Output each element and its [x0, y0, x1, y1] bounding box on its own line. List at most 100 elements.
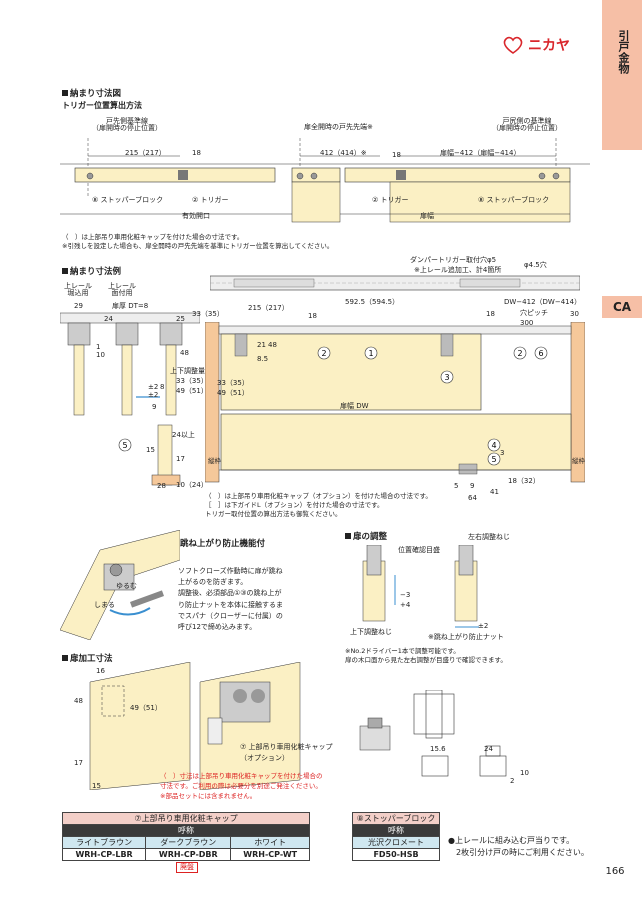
dim-24c: 24	[484, 745, 493, 753]
dim-64: 64	[468, 494, 477, 502]
label-trigger2: ② トリガー	[372, 196, 409, 204]
subtitle-trigger: トリガー位置算出方法	[62, 101, 142, 110]
category-tab[interactable]: CA	[602, 296, 642, 318]
tighten-label: しまる	[94, 601, 115, 609]
stopper-col: 光沢クロメート	[352, 836, 440, 849]
dim-10: 10	[96, 351, 105, 359]
label-doorwidth: 扉幅	[420, 212, 434, 220]
dim-3: 3	[500, 449, 505, 457]
cap-col-1: ライトブラウン	[61, 836, 147, 849]
cap-col-3: ホワイト	[230, 836, 310, 849]
label-stopper2: ⑧ ストッパーブロック	[478, 196, 550, 204]
dim-9b: 9	[470, 482, 475, 490]
label-nut: ※跳ね上がり防止ナット	[428, 633, 504, 641]
processing-diagram	[89, 662, 301, 790]
dim-33b: 33（35）	[192, 310, 224, 318]
cap-table: ⑦上部吊り車用化粧キャップ 呼称 ライトブラウン ダークブラウン ホワイト WR…	[61, 812, 310, 861]
dim-48: 48	[180, 349, 189, 357]
dim-17: 17	[176, 455, 185, 463]
cap-code-2: WRH-CP-DBR	[145, 848, 232, 861]
dim-2: 2	[510, 777, 515, 785]
adjust-label: 上下調整量	[170, 367, 205, 375]
dim-24: 24	[104, 315, 113, 323]
dim-18: 18	[308, 312, 317, 320]
dim-door: 扉幅−412（扉幅−414）	[440, 149, 521, 157]
cap-table-title: ⑦上部吊り車用化粧キャップ	[62, 812, 310, 825]
note2-1: （ ）は上部吊り車用化粧キャップ（オプション）を付けた場合の寸法です。	[205, 492, 432, 500]
dim-215: 215（217）	[125, 149, 166, 157]
door-thickness: 扉厚 DT=8	[112, 302, 149, 310]
cap-col-2: ダークブラウン	[145, 836, 232, 849]
dim-25: 25	[176, 315, 185, 323]
stopper-table: ⑧ストッパーブロック 呼称 光沢クロメート FD50-HSB	[352, 812, 440, 861]
section-view	[60, 312, 200, 486]
minus3: −3	[400, 591, 411, 599]
cap-table-header: 呼称	[62, 824, 310, 837]
callout-5-left: 5	[118, 438, 132, 452]
antilift-title: 跳ね上がり防止機能付	[180, 539, 266, 549]
label-opening: 有効開口	[182, 212, 210, 220]
side-left: 縦枠	[208, 457, 221, 465]
phi-label: φ4.5穴	[524, 261, 547, 269]
stopper-table-header: 呼称	[352, 824, 440, 837]
note-2: ※引残しを設定した場合も、扉全開時の戸先先端を基準にトリガー位置を算出してくださ…	[62, 242, 334, 250]
category-label: 引戸金物	[617, 30, 630, 74]
adjust-diagram	[362, 545, 479, 628]
dim-18b: 18	[392, 151, 401, 159]
rail-label-2: 上レール 面付用	[108, 282, 136, 297]
processing-note: （ ）寸法は上部吊り車用化粧キャップを付けた場合の 寸法です。ご利用の際は必要分…	[160, 772, 323, 800]
brand-logo: ニカヤ	[503, 36, 570, 54]
dim-28: 28	[157, 482, 166, 490]
label-center: 扉全開時の戸先先端※	[304, 123, 373, 131]
stopper-drawing	[359, 690, 507, 777]
dim-300: 300	[520, 319, 534, 327]
section-title-adjust: 扉の調整	[345, 530, 387, 542]
dim-48c: 48	[74, 697, 83, 705]
elevation-view	[205, 322, 585, 483]
side-right: 縦枠	[572, 457, 585, 465]
label-lr-screw: 左右調整ねじ	[468, 533, 510, 541]
dim-15-6: 15.6	[430, 745, 446, 753]
dim-24up: 24以上	[172, 431, 195, 439]
dim-33: 33（35）	[176, 377, 208, 385]
stopper-table-title: ⑧ストッパーブロック	[352, 812, 440, 825]
label-left-base: 戸先側基準線 （扉開時の停止位置）	[92, 117, 162, 132]
antilift-illustration	[60, 530, 180, 640]
page-number: 166	[605, 866, 625, 877]
dim-18-32: 18（32）	[508, 477, 540, 485]
svg-text:5: 5	[122, 441, 127, 450]
label-trigger1: ② トリガー	[192, 196, 229, 204]
adjust-note1: ※No.2ドライバー1本で調整可能です。	[345, 647, 460, 655]
stopper-footnote: ●上レールに組み込む戸当りです。 2枚引分け戸の時にご利用ください。	[448, 836, 589, 857]
stopper-code: FD50-HSB	[352, 848, 440, 861]
rail-top-view	[210, 275, 580, 291]
cap-code-1: WRH-CP-LBR	[61, 848, 147, 861]
dim-1: 1	[96, 343, 101, 351]
dim-10-24: 10（24）	[176, 481, 208, 489]
dim-18c: 18	[486, 310, 495, 318]
adjust-note2: 扉の木口面から見た左右調整が目盛りで確認できます。	[345, 656, 507, 664]
label-right-base: 戸尻側の基準線 （扉開時の停止位置）	[492, 117, 562, 132]
antilift-text: ソフトクローズ作動時に扉が跳ね上がるのを防ぎます。 調整後、必須部品①③の跳ね上…	[178, 567, 283, 631]
dim-pm2a: ±2	[148, 383, 159, 391]
dim-29: 29	[74, 302, 83, 310]
note2-2: ［ ］は下ガイドL（オプション）を付けた場合の寸法です。	[205, 501, 384, 509]
dim-49: 49（51）	[176, 387, 208, 395]
dim-16: 16	[96, 667, 105, 675]
pm2: ±2	[478, 622, 489, 630]
dim-18a: 18	[192, 149, 201, 157]
dim-15: 15	[146, 446, 155, 454]
discontinued-tag: 廃盤	[176, 862, 198, 873]
dim-17b: 17	[74, 759, 83, 767]
trigger-diagram	[60, 138, 590, 223]
dim-15b: 15	[92, 782, 101, 790]
door-dw: 扉幅 DW	[340, 402, 369, 410]
loosen-label: ゆるむ	[116, 582, 137, 590]
dim-41: 41	[490, 488, 499, 496]
dim-8: 8	[160, 383, 165, 391]
hole-pitch: 穴ピッチ	[520, 309, 548, 317]
brand-name: ニカヤ	[528, 38, 570, 54]
cap-code-3: WRH-CP-WT	[230, 848, 310, 861]
dim-30: 30	[570, 310, 579, 318]
label-ud-screw: 上下調整ねじ	[350, 628, 392, 636]
